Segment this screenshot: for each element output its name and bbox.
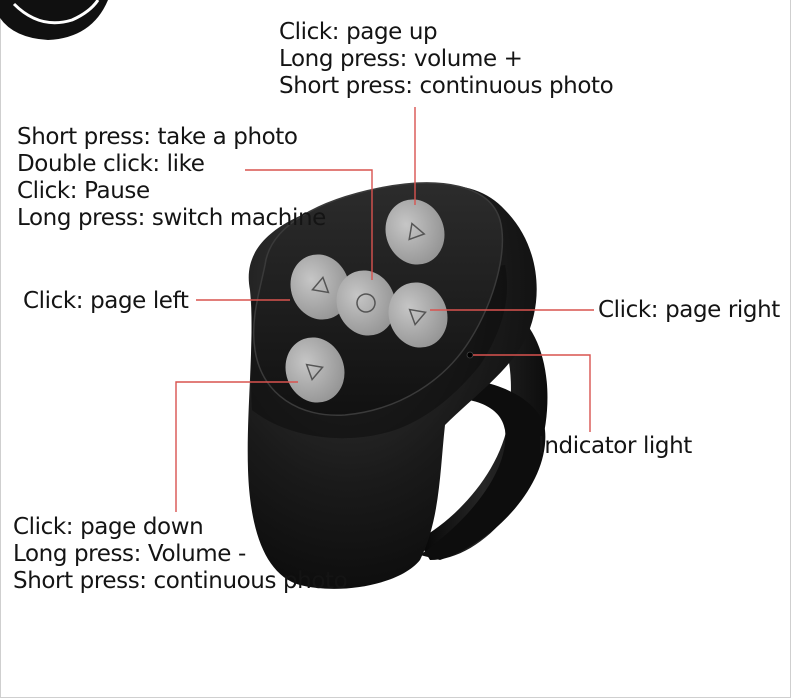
label-bottom-line-3: Short press: continuous photo [13, 568, 348, 594]
button-page-down[interactable] [276, 329, 353, 411]
label-top-line-2: Long press: volume + [279, 46, 523, 72]
callout-line-indicator [473, 354, 591, 432]
label-right: Click: page right [598, 297, 780, 323]
brand-logo [0, 0, 108, 40]
ring-band [418, 300, 548, 560]
label-indicator: Indicator light [538, 433, 692, 459]
label-top-line-1: Click: page up [279, 19, 438, 45]
label-center-line-1: Short press: take a photo [17, 124, 298, 150]
button-center[interactable] [327, 262, 404, 344]
button-page-up[interactable] [376, 191, 453, 273]
label-top-line-3: Short press: continuous photo [279, 73, 614, 99]
label-center-line-3: Click: Pause [17, 178, 150, 204]
label-center-line-4: Long press: switch machine [17, 205, 326, 231]
label-center: Short press: take a photo Double click: … [17, 124, 326, 232]
label-top: Click: page up Long press: volume + Shor… [279, 19, 614, 100]
button-page-right[interactable] [379, 274, 456, 356]
label-bottom-line-2: Long press: Volume - [13, 541, 246, 567]
button-page-left[interactable] [281, 246, 358, 328]
label-bottom-line-1: Click: page down [13, 514, 204, 540]
label-left: Click: page left [23, 288, 189, 314]
callout-lines [175, 107, 594, 512]
label-center-line-2: Double click: like [17, 151, 205, 177]
callout-line-bottom [175, 381, 298, 512]
callout-line-center [245, 169, 373, 280]
label-bottom: Click: page down Long press: Volume - Sh… [13, 514, 348, 595]
